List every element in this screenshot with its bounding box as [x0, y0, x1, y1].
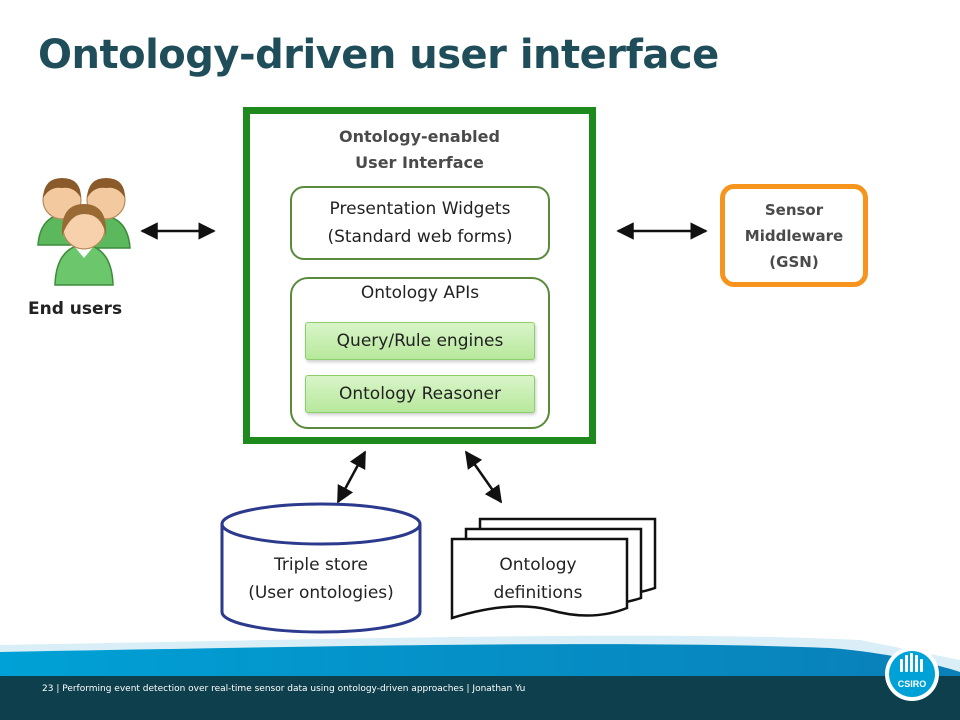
slide-title: Ontology-driven user interface: [38, 32, 719, 78]
triple-store-line2: (User ontologies): [248, 583, 394, 603]
sensor-line1: Sensor: [764, 200, 824, 219]
end-users-label: End users: [28, 299, 123, 319]
query-rule-engines-box: Query/Rule engines: [305, 322, 535, 360]
csiro-logo-text: CSIRO: [898, 679, 927, 689]
triple-store-label: Triple store (User ontologies): [222, 551, 420, 607]
ontology-apis-box: [290, 277, 550, 429]
presentation-line1: Presentation Widgets: [329, 199, 511, 219]
presentation-line2: (Standard web forms): [327, 227, 513, 247]
triple-store-cylinder: [220, 502, 422, 634]
presentation-widgets-box: Presentation Widgets (Standard web forms…: [290, 186, 550, 260]
ontology-definitions-label: Ontology definitions: [452, 551, 624, 607]
sensor-line2: Middleware: [744, 226, 844, 245]
ontology-ui-label: Ontology-enabled User Interface: [243, 124, 596, 176]
ontology-ui-label-line1: Ontology-enabled: [339, 127, 500, 146]
ontology-reasoner-box: Ontology Reasoner: [305, 375, 535, 413]
ontology-apis-label: Ontology APIs: [360, 283, 480, 303]
ontology-documents-icon: [450, 517, 657, 620]
ontology-ui-label-line2: User Interface: [355, 153, 484, 172]
footer-caption: 23 | Performing event detection over rea…: [42, 684, 526, 694]
ontology-ui-frame: [243, 107, 596, 444]
arrow-ui-triplestore: [336, 450, 367, 504]
arrow-ui-ontologies: [464, 450, 503, 504]
sensor-middleware-box: Sensor Middleware (GSN): [720, 184, 868, 287]
sensor-line3: (GSN): [769, 252, 819, 271]
csiro-logo: CSIRO: [885, 647, 939, 701]
triple-store-line1: Triple store: [274, 555, 368, 575]
users-group-icon: [37, 178, 131, 286]
ontology-defs-line1: Ontology: [499, 555, 577, 575]
ontology-defs-line2: definitions: [493, 583, 583, 603]
footer-band: [0, 635, 960, 720]
